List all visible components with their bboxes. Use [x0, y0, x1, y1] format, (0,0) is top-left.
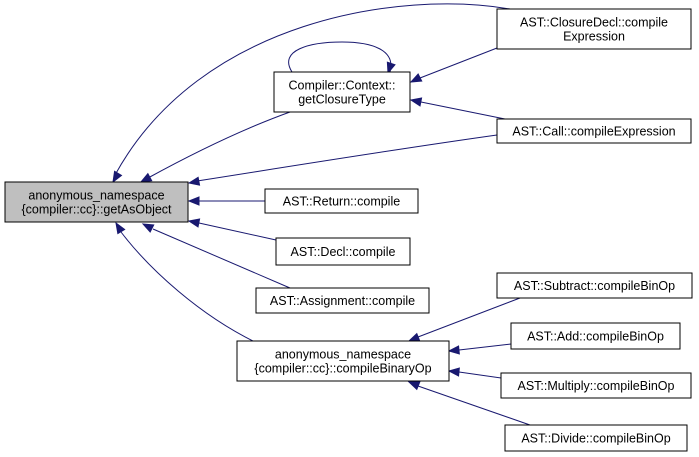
edge-arrowhead: [187, 218, 201, 228]
edge-line: [196, 134, 498, 182]
node-box[interactable]: [4, 181, 189, 223]
edge-arrowhead: [409, 97, 423, 107]
edge-line: [288, 41, 392, 73]
node-closuredecl[interactable]: AST::ClosureDecl::compileExpression: [496, 8, 692, 50]
node-box[interactable]: [273, 71, 411, 113]
edge-arrowhead: [407, 332, 421, 342]
nodes-layer: anonymous_namespace{compiler::cc}::getAs…: [4, 8, 693, 452]
edge-arrowhead: [447, 345, 460, 355]
edge-line: [114, 3, 511, 176]
edge-line: [458, 343, 512, 351]
node-label-line: Expression: [563, 30, 625, 44]
node-label-line: {compiler::cc}::getAsObject: [21, 203, 172, 217]
edge-return-to-getasobject: [187, 196, 265, 206]
node-divide[interactable]: AST::Divide::compileBinOp: [504, 424, 688, 452]
node-label-line: AST::Multiply::compileBinOp: [517, 379, 674, 393]
node-return[interactable]: AST::Return::compile: [264, 188, 419, 214]
edge-closuredecl-to-getasobject: [112, 3, 511, 184]
edge-assignment-to-getasobject: [141, 223, 291, 289]
edge-arrowhead: [187, 176, 201, 186]
edge-line: [417, 385, 531, 426]
node-label-line: AST::Divide::compileBinOp: [521, 432, 670, 446]
edge-call-to-getasobject: [187, 134, 498, 186]
node-label-line: getClosureType: [298, 93, 386, 107]
node-box[interactable]: [264, 188, 419, 214]
edge-getclosuretype-to-getclosuretype: [288, 41, 396, 75]
edge-arrowhead: [115, 221, 126, 235]
node-label-line: anonymous_namespace: [28, 189, 164, 203]
node-label-line: AST::ClosureDecl::compile: [520, 16, 668, 30]
node-label-line: {compiler::cc}::compileBinaryOp: [254, 362, 431, 376]
node-assignment[interactable]: AST::Assignment::compile: [255, 287, 430, 314]
node-box[interactable]: [496, 118, 692, 144]
node-label-line: Compiler::Context::: [289, 79, 396, 93]
node-label-line: AST::Call::compileExpression: [512, 125, 675, 139]
edge-line: [419, 47, 498, 79]
node-label-line: AST::Return::compile: [283, 195, 400, 209]
edge-call-to-getclosuretype: [409, 97, 506, 120]
node-box[interactable]: [236, 340, 450, 382]
node-add[interactable]: AST::Add::compileBinOp: [510, 322, 681, 350]
node-call[interactable]: AST::Call::compileExpression: [496, 118, 692, 144]
edge-line: [120, 231, 256, 343]
edge-arrowhead: [409, 73, 423, 83]
node-label-line: AST::Decl::compile: [291, 245, 396, 259]
node-box[interactable]: [510, 322, 681, 350]
edge-arrowhead: [386, 61, 396, 75]
node-box[interactable]: [496, 8, 692, 50]
edge-line: [417, 297, 521, 338]
edge-arrowhead: [139, 172, 153, 183]
edge-arrowhead: [447, 367, 460, 377]
edge-decl-to-getasobject: [187, 218, 277, 241]
edge-line: [420, 101, 506, 120]
edge-divide-to-compilebinaryop: [407, 381, 531, 426]
node-box[interactable]: [255, 287, 430, 314]
node-label-line: AST::Subtract::compileBinOp: [514, 279, 675, 293]
edge-closuredecl-to-getclosuretype: [409, 47, 498, 83]
edge-arrowhead: [141, 223, 155, 233]
node-getasobject[interactable]: anonymous_namespace{compiler::cc}::getAs…: [4, 181, 189, 223]
edge-line: [147, 111, 291, 179]
node-box[interactable]: [496, 272, 693, 299]
node-multiply[interactable]: AST::Multiply::compileBinOp: [500, 372, 692, 399]
edge-line: [152, 228, 291, 289]
edge-line: [198, 222, 277, 241]
edge-arrowhead: [112, 170, 123, 184]
node-label-line: AST::Add::compileBinOp: [527, 330, 664, 344]
node-label-line: anonymous_namespace: [275, 348, 411, 362]
node-subtract[interactable]: AST::Subtract::compileBinOp: [496, 272, 693, 299]
edge-add-to-compilebinaryop: [447, 343, 512, 355]
edges-layer: [112, 3, 531, 426]
node-getclosuretype[interactable]: Compiler::Context::getClosureType: [273, 71, 411, 113]
edge-arrowhead: [407, 381, 421, 391]
node-label-line: AST::Assignment::compile: [270, 294, 415, 308]
edge-getclosuretype-to-getasobject: [139, 111, 291, 183]
edge-arrowhead: [187, 196, 200, 206]
node-box[interactable]: [504, 424, 688, 452]
edge-compilebinaryop-to-getasobject: [115, 221, 256, 343]
node-decl[interactable]: AST::Decl::compile: [275, 237, 411, 266]
node-compilebinaryop[interactable]: anonymous_namespace{compiler::cc}::compi…: [236, 340, 450, 382]
node-box[interactable]: [275, 237, 411, 266]
node-box[interactable]: [500, 372, 692, 399]
